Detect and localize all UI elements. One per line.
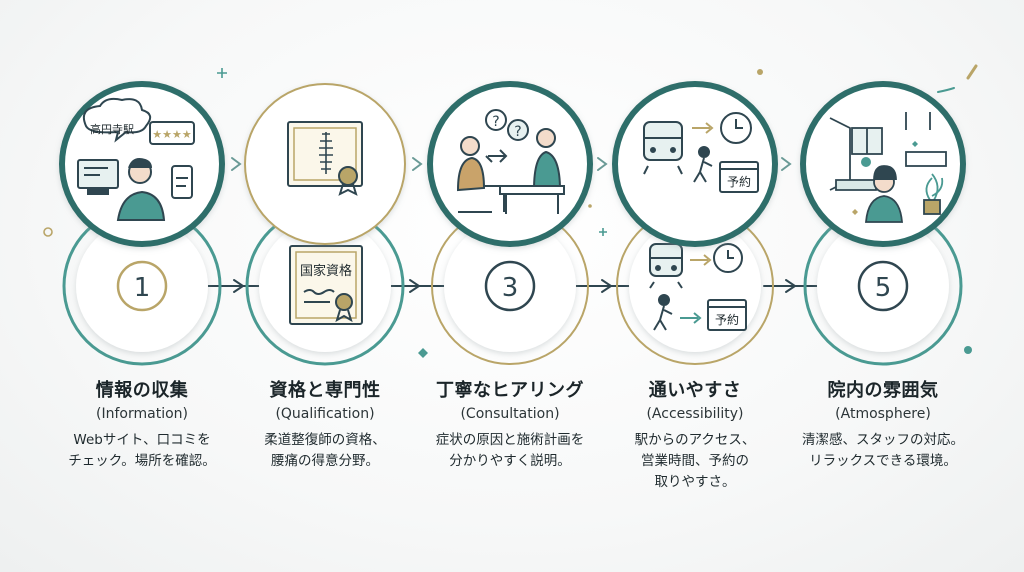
step-5: 5: [800, 81, 966, 366]
step-5-text: 院内の雰囲気 (Atmosphere) 清潔感、スタッフの対応。 リラックスでき…: [778, 376, 988, 472]
step-1: 1 高円寺駅 ★★★★: [59, 81, 225, 366]
spine-certificate-icon: [287, 121, 363, 196]
laptop-user-icon: 高円寺駅 ★★★★: [77, 97, 195, 221]
step-1-description: Webサイト、口コミを チェック。場所を確認。: [37, 430, 247, 472]
step-2-subtitle: (Qualification): [275, 406, 375, 422]
step-1-text: 情報の収集 (Information) Webサイト、口コミを チェック。場所を…: [37, 376, 247, 472]
svg-text:?: ?: [492, 114, 499, 130]
step-4-desc-line: 駅からのアクセス、: [634, 432, 756, 448]
step-5-subtitle: (Atmosphere): [835, 406, 931, 422]
step-4-desc-line: 取りやすさ。: [654, 474, 736, 490]
step-1-desc-line: チェック。場所を確認。: [68, 453, 216, 469]
step-1-desc-line: Webサイト、口コミを: [73, 432, 211, 448]
step-1-subtitle: (Information): [96, 406, 188, 422]
booking-text: 予約: [727, 174, 751, 189]
step-3-desc-line: 分かりやすく説明。: [449, 453, 571, 469]
step-3-description: 症状の原因と施術計画を 分かりやすく説明。: [405, 430, 615, 472]
step-5-desc-line: 清潔感、スタッフの対応。: [802, 432, 964, 448]
location-bubble-text: 高円寺駅: [90, 122, 134, 136]
step-3-subtitle: (Consultation): [460, 406, 560, 422]
step-5-number-badge: 5: [857, 260, 909, 312]
step-2-title: 資格と専門性: [269, 380, 381, 401]
step-4-desc-line: 営業時間、予約の: [641, 453, 749, 469]
svg-text:?: ?: [514, 124, 521, 140]
step-3: 3 ? ?: [427, 81, 593, 365]
step-2-desc-line: 柔道整復師の資格、: [264, 432, 386, 448]
step-3-text: 丁寧なヒアリング (Consultation) 症状の原因と施術計画を 分かりや…: [405, 376, 615, 472]
svg-text:★★★★: ★★★★: [152, 128, 192, 141]
step-2-text: 資格と専門性 (Qualification) 柔道整復師の資格、 腰痛の得意分野…: [220, 376, 430, 472]
booking-text-lower: 予約: [715, 312, 739, 327]
step-5-description: 清潔感、スタッフの対応。 リラックスできる環境。: [778, 430, 988, 472]
clinic-interior-icon: [829, 112, 947, 223]
step-4-description: 駅からのアクセス、 営業時間、予約の 取りやすさ。: [590, 430, 800, 493]
top-arrows: [231, 157, 792, 171]
certificate-icon: 国家資格: [289, 245, 363, 325]
step-2: 国家資格: [244, 83, 406, 366]
step-1-number: 1: [134, 273, 151, 303]
step-1-title: 情報の収集: [95, 380, 189, 401]
step-3-upper-ring: [427, 81, 593, 247]
step-4-subtitle: (Accessibility): [646, 406, 744, 422]
step-2-description: 柔道整復師の資格、 腰痛の得意分野。: [220, 430, 430, 472]
step-3-number: 3: [502, 273, 519, 303]
step-5-desc-line: リラックスできる環境。: [809, 453, 957, 469]
step-4: 予約 予約: [612, 81, 778, 365]
step-5-title: 院内の雰囲気: [827, 380, 939, 401]
certificate-text: 国家資格: [300, 263, 352, 279]
consultation-icon: ? ?: [456, 109, 565, 214]
sparkle-decorations: [43, 64, 978, 358]
train-clock-icon-lower: 予約: [649, 243, 747, 331]
step-3-title: 丁寧なヒアリング: [436, 380, 584, 401]
step-5-number: 5: [875, 273, 892, 303]
train-clock-icon: 予約: [643, 112, 759, 193]
step-4-text: 通いやすさ (Accessibility) 駅からのアクセス、 営業時間、予約の…: [590, 376, 800, 493]
step-2-desc-line: 腰痛の得意分野。: [271, 453, 379, 469]
step-3-desc-line: 症状の原因と施術計画を: [435, 432, 585, 448]
step-3-number-badge: 3: [484, 260, 536, 312]
step-4-title: 通いやすさ: [648, 380, 742, 401]
step-1-number-badge: 1: [116, 260, 168, 312]
